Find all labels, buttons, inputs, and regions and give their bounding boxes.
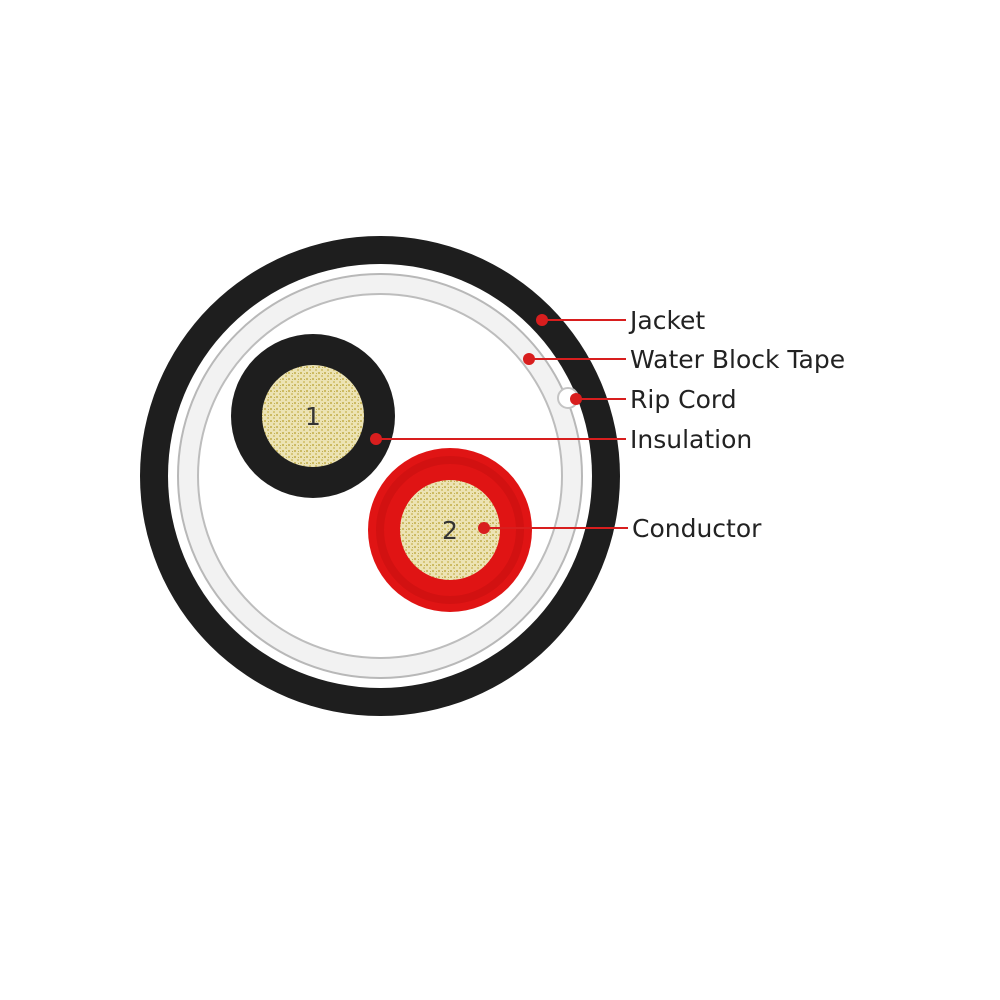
- callout-jacket: Jacket: [536, 306, 705, 335]
- callout-insulation: Insulation: [370, 425, 752, 454]
- callout-insulation-label: Insulation: [630, 425, 752, 454]
- callout-jacket-label: Jacket: [628, 306, 705, 335]
- core-2-number: 2: [442, 516, 458, 545]
- callout-insulation-dot: [370, 433, 382, 445]
- callout-rip-cord-label: Rip Cord: [630, 385, 737, 414]
- callout-water-block-tape: Water Block Tape: [523, 345, 845, 374]
- callout-rip-cord-dot: [570, 393, 582, 405]
- callout-conductor-dot: [478, 522, 490, 534]
- core-2: [368, 448, 532, 612]
- callout-jacket-dot: [536, 314, 548, 326]
- callout-conductor-label: Conductor: [632, 514, 762, 543]
- core-2-conductor: [400, 480, 500, 580]
- callout-water-block-tape-label: Water Block Tape: [630, 345, 845, 374]
- callout-water-block-tape-dot: [523, 353, 535, 365]
- callout-rip-cord: Rip Cord: [570, 385, 737, 414]
- core-1: [231, 334, 395, 498]
- core-1-number: 1: [305, 402, 321, 431]
- core-1-conductor: [262, 365, 364, 467]
- callout-conductor: Conductor: [478, 514, 762, 543]
- core-2-insulation-shade: [376, 456, 524, 604]
